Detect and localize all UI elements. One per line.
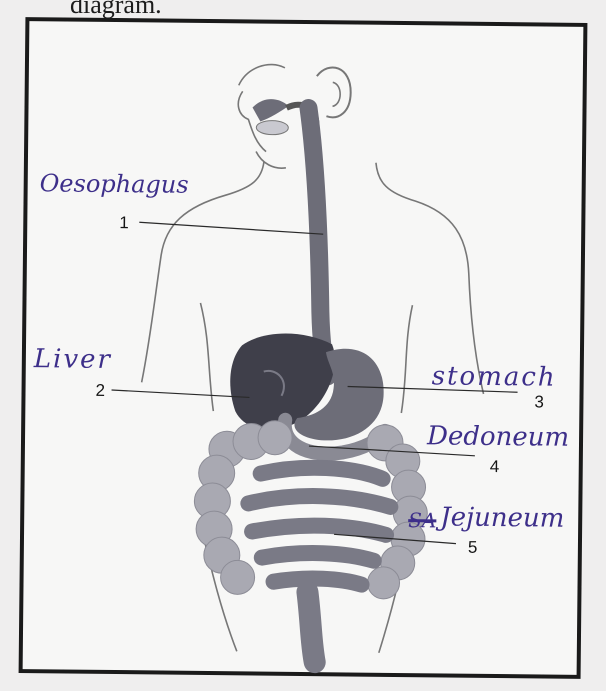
label-number-2: 2 (95, 381, 105, 401)
label-number-3: 3 (534, 392, 544, 412)
stomach-label: stomach (432, 361, 557, 392)
liver-label: Liver (34, 344, 112, 375)
oesophagus-label: Oesophagus (40, 169, 189, 199)
crossed-out-text: SA (408, 508, 436, 532)
jejunum-label: Jejuneum (440, 502, 564, 533)
label-number-5: 5 (468, 538, 478, 558)
rectum (307, 592, 316, 662)
diagram-frame: Oesophagus 1 Liver 2 stomach 3 Dedoneum … (10, 9, 595, 687)
label-number-1: 1 (119, 213, 129, 233)
label-number-4: 4 (490, 457, 500, 477)
duodenum-label: Dedoneum (427, 421, 569, 452)
